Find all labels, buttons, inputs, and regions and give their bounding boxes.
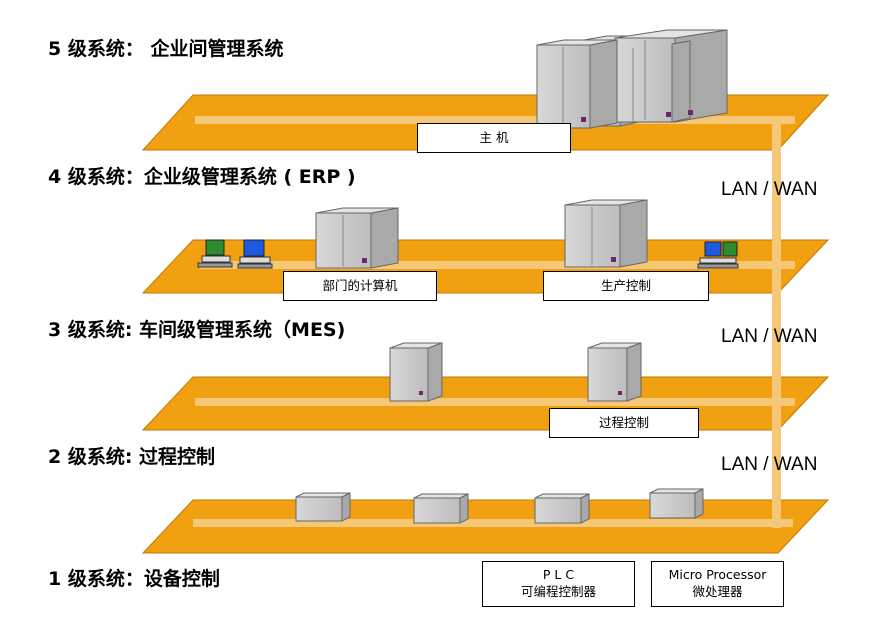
micro-processor-box: Micro Processor 微处理器 [651, 561, 784, 607]
level-3-label: 3 级系统: 车间级管理系统（MES) [48, 319, 346, 341]
department-server-icon [315, 207, 399, 269]
network-bus-level-4 [200, 261, 795, 269]
mainframe-label: 主 机 [479, 129, 509, 145]
plc-subtitle: 可编程控制器 [520, 584, 596, 599]
network-bus-level-3 [195, 398, 795, 406]
network-backbone [772, 116, 781, 528]
process-control-label: 过程控制 [598, 414, 649, 430]
process-control-box: 过程控制 [549, 408, 699, 438]
controller-icon [295, 492, 351, 522]
workstation-icon [237, 239, 273, 269]
dept-computer-label: 部门的计算机 [322, 277, 398, 293]
controller-icon [534, 493, 590, 524]
lan-wan-label: LAN / WAN [721, 454, 818, 475]
mainframe-icon [536, 29, 728, 129]
plc-box: P L C 可编程控制器 [482, 561, 635, 607]
plc-title: P L C [542, 567, 575, 583]
production-server-icon [564, 199, 648, 268]
workstation-icon [697, 241, 739, 269]
level-1-label: 1 级系统：设备控制 [48, 568, 220, 590]
workshop-server-icon [389, 342, 443, 402]
controller-icon [649, 488, 704, 519]
mainframe-box: 主 机 [417, 123, 571, 153]
micro-processor-subtitle: 微处理器 [692, 584, 743, 599]
network-bus-level-2 [193, 519, 793, 527]
level-4-label: 4 级系统：企业级管理系统 ( ERP ) [48, 166, 356, 188]
network-bus-level-5 [195, 116, 795, 124]
lan-wan-label: LAN / WAN [721, 326, 818, 347]
workshop-server-icon [587, 342, 642, 402]
production-control-label: 生产控制 [600, 277, 651, 293]
dept-computer-box: 部门的计算机 [283, 271, 437, 301]
level-2-label: 2 级系统: 过程控制 [48, 446, 216, 468]
workstation-icon [197, 239, 233, 268]
production-control-box: 生产控制 [543, 271, 709, 301]
micro-processor-title: Micro Processor [668, 567, 767, 583]
lan-wan-label: LAN / WAN [721, 179, 818, 200]
controller-icon [413, 493, 469, 524]
level-5-label: 5 级系统： 企业间管理系统 [48, 38, 284, 60]
